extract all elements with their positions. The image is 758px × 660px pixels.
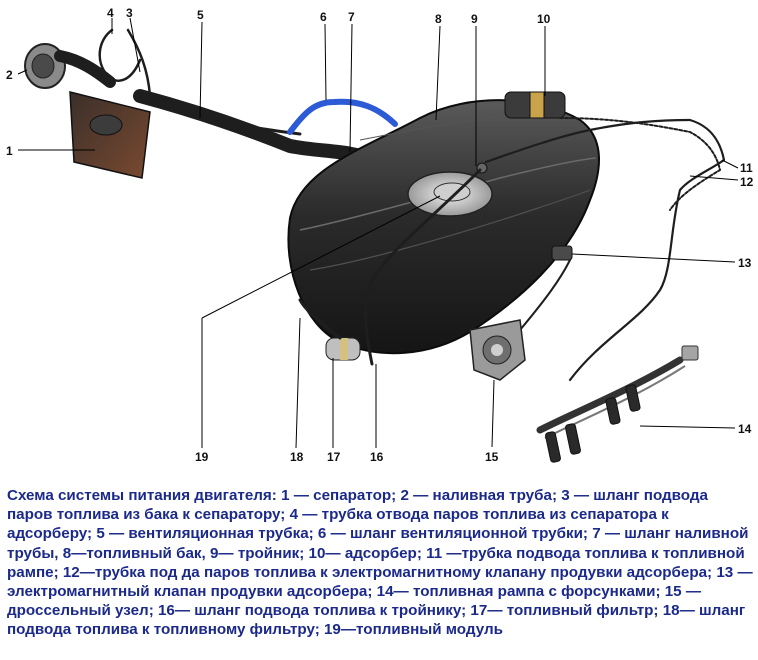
callout-10: 10 (537, 12, 551, 26)
callout-15: 15 (485, 450, 499, 464)
callout-5: 5 (197, 8, 204, 22)
callout-16: 16 (370, 450, 384, 464)
callouts: 1 2 3 4 5 6 7 8 9 10 11 12 13 14 15 16 1… (6, 6, 754, 464)
callout-9: 9 (471, 12, 478, 26)
purge-line (519, 259, 571, 331)
callout-18: 18 (290, 450, 304, 464)
fuel-hose-to-filter (298, 298, 342, 340)
callout-17: 17 (327, 450, 341, 464)
callout-1: 1 (6, 144, 13, 158)
throttle-body (469, 319, 526, 381)
blue-vent-hose (287, 98, 398, 135)
leader-lines (17, 17, 739, 449)
callout-3: 3 (126, 6, 133, 20)
callout-4: 4 (107, 6, 114, 20)
vapor-hose (98, 28, 142, 82)
canister (504, 91, 566, 119)
figure-caption: Схема системы питания двигателя: 1 — сеп… (7, 487, 753, 639)
separator (69, 91, 151, 179)
fill-pipe-highlight (138, 90, 374, 158)
callout-6: 6 (320, 10, 327, 24)
callout-8: 8 (435, 12, 442, 26)
purge-valve (551, 245, 573, 261)
fuel-line-to-rail (484, 118, 726, 382)
fuel-module (407, 171, 493, 217)
callout-14: 14 (738, 422, 752, 436)
fuel-hose-to-tee (364, 168, 482, 366)
fuel-filter (325, 337, 361, 361)
callout-13: 13 (738, 256, 752, 270)
fuel-tank (287, 99, 600, 355)
vent-tube (148, 102, 302, 136)
callout-2: 2 (6, 68, 13, 82)
callout-11: 11 (740, 161, 753, 175)
callout-19: 19 (195, 450, 209, 464)
callout-7: 7 (348, 10, 355, 24)
fuel-rail (536, 345, 699, 463)
filler-pipe (24, 43, 116, 89)
callout-12: 12 (740, 175, 754, 189)
fuel-system-diagram: 1 2 3 4 5 6 7 8 9 10 11 12 13 14 15 16 1… (6, 6, 754, 464)
vapor-line-to-valve (559, 117, 721, 211)
